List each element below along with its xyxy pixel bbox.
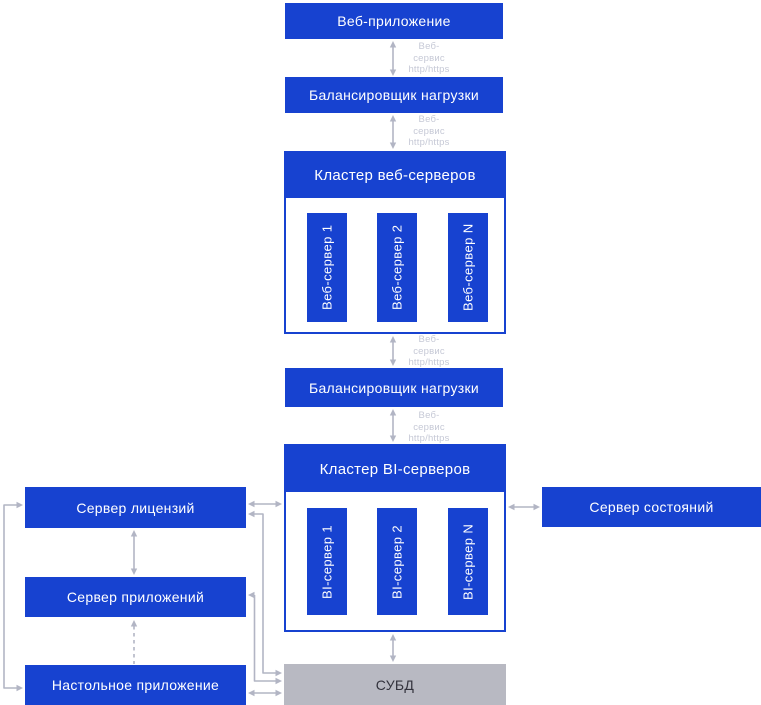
edge-label-line: Веб- — [418, 114, 440, 125]
arrow-appserver-dbms — [248, 591, 282, 685]
arrow-bicluster-dbms — [389, 634, 397, 662]
node-load-balancer-2: Балансировщик нагрузки — [285, 368, 503, 407]
node-desktop-app: Настольное приложение — [25, 665, 246, 705]
node-bi-server-1: BI-сервер 1 — [307, 508, 347, 615]
arrow-license-bicluster — [248, 500, 282, 508]
node-bi-server-n: BI-сервер N — [448, 508, 488, 615]
edge-label-line: Веб- — [418, 334, 440, 345]
edge-label-web-service-3: Веб- сервис http/https — [397, 334, 461, 369]
node-web-application: Веб-приложение — [285, 3, 503, 39]
arrow-bicluster-stateserver — [508, 503, 540, 511]
arrow-desktop-license-bracket — [3, 501, 23, 692]
arrow-webapp-loadbalancer — [389, 41, 397, 76]
node-license-server: Сервер лицензий — [25, 487, 246, 528]
node-state-server: Сервер состояний — [542, 487, 761, 527]
edge-label-web-service-2: Веб- сервис http/https — [397, 114, 461, 149]
node-web-server-1: Веб-сервер 1 — [307, 213, 347, 322]
edge-label-line: Веб- — [418, 410, 440, 421]
node-dbms: СУБД — [284, 664, 506, 705]
arrow-loadbalancer-webcluster — [389, 115, 397, 149]
arrow-webcluster-loadbalancer2 — [389, 336, 397, 366]
edge-label-line: http/https — [408, 433, 450, 444]
bi-cluster-header: Кластер BI-серверов — [286, 446, 504, 492]
edge-label-line: http/https — [408, 137, 450, 148]
arrow-desktop-appserver-dashed — [130, 620, 138, 664]
node-app-server: Сервер приложений — [25, 577, 246, 617]
node-web-server-2: Веб-сервер 2 — [377, 213, 417, 322]
edge-label-line: сервис — [413, 52, 445, 64]
edge-label-line: сервис — [413, 345, 445, 357]
arrow-loadbalancer2-bicluster — [389, 409, 397, 442]
edge-label-web-service-4: Веб- сервис http/https — [397, 410, 461, 445]
edge-label-line: http/https — [408, 64, 450, 75]
edge-label-line: сервис — [413, 125, 445, 137]
edge-label-line: Веб- — [418, 41, 440, 52]
arrow-license-appserver — [130, 530, 138, 575]
edge-label-line: сервис — [413, 421, 445, 433]
arrow-desktop-dbms — [248, 689, 282, 697]
node-bi-server-2: BI-сервер 2 — [377, 508, 417, 615]
web-cluster-header: Кластер веб-серверов — [286, 153, 504, 198]
arrow-license-dbms — [248, 510, 282, 677]
node-web-server-n: Веб-сервер N — [448, 213, 488, 322]
node-load-balancer-1: Балансировщик нагрузки — [285, 77, 503, 113]
edge-label-line: http/https — [408, 357, 450, 368]
edge-label-web-service-1: Веб- сервис http/https — [397, 41, 461, 76]
